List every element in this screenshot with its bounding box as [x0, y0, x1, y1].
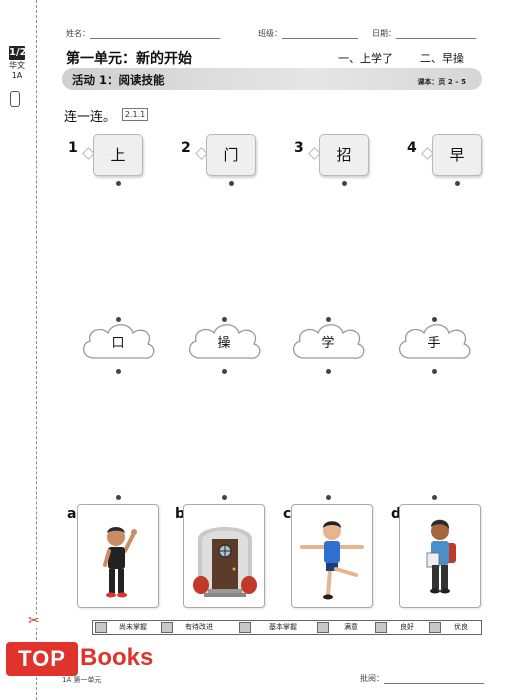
picture-card-c[interactable]: [291, 504, 373, 608]
connect-dot-card-3[interactable]: [342, 181, 347, 186]
connect-dot-cloud-top-1[interactable]: [116, 317, 121, 322]
rating-box-2[interactable]: [161, 622, 173, 633]
cloud-char-1: 口: [111, 336, 125, 351]
picture-letter-b: b: [175, 506, 186, 522]
side-tab: [10, 91, 20, 107]
card-number-2: 2: [181, 140, 191, 156]
footer-unit: 1A 第一单元: [62, 676, 102, 684]
char-card-1[interactable]: 上: [93, 134, 143, 176]
picture-letter-c: c: [283, 506, 292, 522]
self-assessment-rating: 尚未掌握 有待改进 基本掌握 满意 良好 优良: [92, 620, 482, 635]
review-label: 批阅：: [360, 674, 384, 683]
door-icon: [193, 527, 257, 597]
skill-code: 2.1.1: [122, 108, 148, 121]
rating-box-6[interactable]: [429, 622, 441, 633]
cloud-shape-icon: [189, 324, 261, 359]
scissors-icon: ✂: [28, 613, 40, 629]
lesson-two: 二、早操: [420, 52, 464, 65]
cut-line: [36, 0, 37, 700]
date-label: 日期：: [372, 29, 396, 38]
topbooks-watermark: TOP Books: [6, 642, 186, 680]
connect-dot-cloud-top-4[interactable]: [432, 317, 437, 322]
connect-dot-picture-d[interactable]: [432, 495, 437, 500]
rating-box-1[interactable]: [95, 622, 107, 633]
card-number-3: 3: [294, 140, 304, 156]
connect-dot-card-4[interactable]: [455, 181, 460, 186]
activity-bar: 活动 1：阅读技能 课本：页 2 – 5: [62, 68, 482, 90]
connect-dot-cloud-bottom-2[interactable]: [222, 369, 227, 374]
rating-label-1: 尚未掌握: [119, 623, 147, 631]
picture-card-b[interactable]: [183, 504, 265, 608]
picture-card-d[interactable]: [399, 504, 481, 608]
subject-label: 华文: [9, 61, 25, 70]
grade-label: 1A: [11, 71, 23, 80]
connect-dot-picture-a[interactable]: [116, 495, 121, 500]
connect-dot-cloud-bottom-1[interactable]: [116, 369, 121, 374]
cloud-1[interactable]: 口: [78, 318, 158, 368]
connect-dot-cloud-top-2[interactable]: [222, 317, 227, 322]
class-line[interactable]: [282, 30, 358, 39]
cloud-char-2: 操: [217, 336, 231, 351]
unit-title: 第一单元：新的开始: [66, 51, 192, 67]
instruction: 连一连。: [64, 110, 117, 125]
cloud-shape-icon: [399, 324, 471, 359]
connect-dot-picture-c[interactable]: [326, 495, 331, 500]
textbook-ref: 课本：页 2 – 5: [417, 78, 466, 86]
name-field[interactable]: 姓名：: [66, 28, 220, 39]
char-card-4[interactable]: 早: [432, 134, 482, 176]
watermark-top: TOP: [6, 642, 78, 676]
class-label: 班级：: [258, 29, 282, 38]
card-number-1: 1: [68, 140, 78, 156]
cloud-3[interactable]: 学: [288, 318, 368, 368]
rating-box-4[interactable]: [317, 622, 329, 633]
connect-dot-card-2[interactable]: [229, 181, 234, 186]
connect-dot-cloud-bottom-3[interactable]: [326, 369, 331, 374]
picture-letter-d: d: [391, 506, 402, 522]
review-field[interactable]: 批阅：: [360, 673, 484, 684]
review-line[interactable]: [384, 675, 484, 684]
watermark-books: Books: [80, 644, 154, 671]
name-label: 姓名：: [66, 29, 90, 38]
picture-letter-a: a: [67, 506, 77, 522]
cloud-char-4: 手: [427, 336, 441, 351]
publisher-logo: 1/2: [9, 46, 27, 60]
cloud-shape-icon: [293, 324, 365, 359]
boy-exercising-icon: [300, 521, 364, 600]
picture-card-a[interactable]: [77, 504, 159, 608]
char-card-2[interactable]: 门: [206, 134, 256, 176]
rating-label-4: 满意: [344, 623, 358, 631]
cloud-4[interactable]: 手: [394, 318, 474, 368]
char-card-3[interactable]: 招: [319, 134, 369, 176]
date-field[interactable]: 日期：: [372, 28, 476, 39]
rating-label-5: 良好: [400, 623, 414, 631]
rating-box-5[interactable]: [375, 622, 387, 633]
header-fields: 姓名： 班级： 日期：: [66, 28, 483, 42]
cloud-2[interactable]: 操: [184, 318, 264, 368]
rating-label-2: 有待改进: [185, 623, 213, 631]
name-line[interactable]: [90, 30, 220, 39]
connect-dot-cloud-bottom-4[interactable]: [432, 369, 437, 374]
cloud-char-3: 学: [321, 336, 335, 351]
connect-dot-picture-b[interactable]: [222, 495, 227, 500]
activity-label: 活动 1：阅读技能: [72, 73, 165, 87]
connect-dot-card-1[interactable]: [116, 181, 121, 186]
cloud-shape-icon: [83, 324, 155, 359]
rating-box-3[interactable]: [239, 622, 251, 633]
card-number-4: 4: [407, 140, 417, 156]
boy-with-backpack-icon: [426, 519, 456, 594]
rating-label-6: 优良: [454, 623, 468, 631]
class-field[interactable]: 班级：: [258, 28, 358, 39]
date-line[interactable]: [396, 30, 476, 39]
connect-dot-cloud-top-3[interactable]: [326, 317, 331, 322]
side-badge: 1/2 华文 1A: [6, 46, 28, 81]
boy-waving-icon: [103, 527, 137, 598]
rating-label-3: 基本掌握: [269, 623, 297, 631]
lesson-one: 一、上学了: [338, 52, 393, 65]
